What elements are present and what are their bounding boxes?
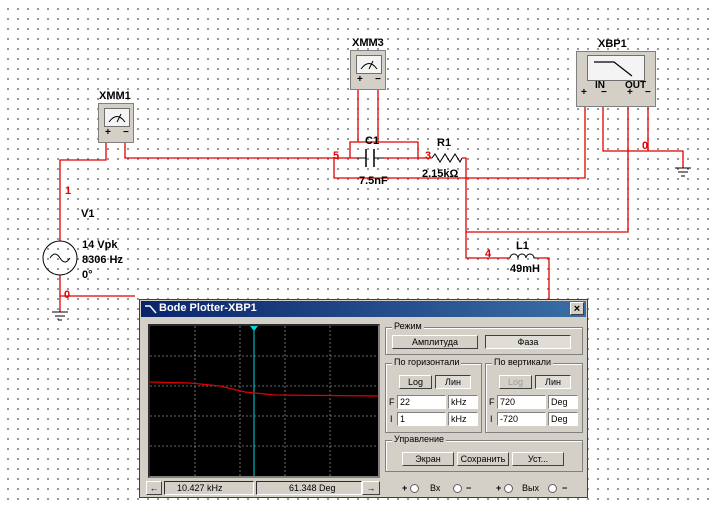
vertical-final-input[interactable]: 720 xyxy=(497,395,546,409)
meter-display-icon xyxy=(104,108,130,127)
v1-frequency: 8306 Hz xyxy=(82,254,123,266)
out-minus-terminal[interactable] xyxy=(548,484,557,493)
vertical-group-label: По вертикали xyxy=(492,357,554,367)
l1-name: L1 xyxy=(516,240,529,252)
v1-amplitude: 14 Vpk xyxy=(82,239,118,251)
xmm1-plus: + xyxy=(105,127,111,138)
r1-name: R1 xyxy=(437,137,452,149)
xmm3-plus: + xyxy=(357,74,363,85)
bode-plotter-xbp1[interactable]: + IN − OUT + − xyxy=(576,51,656,107)
bode-response-icon xyxy=(587,55,645,81)
bode-plot-svg xyxy=(149,326,379,476)
vertical-f-label: F xyxy=(489,397,495,407)
screen-button[interactable]: Экран xyxy=(402,452,454,466)
xmm3-label: XMM3 xyxy=(352,37,384,49)
node-4-label: 4 xyxy=(485,248,492,260)
c1-name: C1 xyxy=(365,135,380,147)
out-label: Вых xyxy=(522,483,539,493)
setup-button[interactable]: Уст... xyxy=(512,452,564,466)
node-5-label: 5 xyxy=(333,150,340,162)
vertical-final-unit[interactable]: Deg xyxy=(548,395,578,409)
xbp1-in-label: IN xyxy=(595,80,605,91)
vertical-initial-unit[interactable]: Deg xyxy=(548,412,578,426)
phase-button[interactable]: Фаза xyxy=(485,335,571,349)
xbp1-out-minus: − xyxy=(645,87,651,98)
horizontal-initial-unit[interactable]: kHz xyxy=(448,412,478,426)
control-group-label: Управление xyxy=(392,434,447,444)
xbp1-in-plus: + xyxy=(581,87,587,98)
cursor-value-readout: 61.348 Deg xyxy=(256,481,362,495)
meter-display-icon xyxy=(356,55,382,74)
node-3-label: 3 xyxy=(425,150,432,162)
out-minus-sign: − xyxy=(562,483,568,493)
cursor-frequency-readout: 10.427 kHz xyxy=(164,481,254,495)
in-minus-terminal[interactable] xyxy=(453,484,462,493)
multimeter-xmm3[interactable]: + − xyxy=(350,50,386,90)
node-0b-label: 0 xyxy=(642,140,649,152)
xmm1-label: XMM1 xyxy=(99,90,131,102)
horizontal-final-unit[interactable]: kHz xyxy=(448,395,478,409)
amplitude-button[interactable]: Амплитуда xyxy=(392,335,478,349)
save-button[interactable]: Сохранить xyxy=(457,452,509,466)
vertical-log-button[interactable]: Log xyxy=(499,375,532,389)
horizontal-group: По горизонтали xyxy=(385,357,482,433)
v1-name: V1 xyxy=(81,208,95,220)
horizontal-group-label: По горизонтали xyxy=(392,357,462,367)
node-0-label: 0 xyxy=(64,289,71,301)
horizontal-f-label: F xyxy=(389,397,395,407)
mode-group: Режим xyxy=(385,321,583,355)
window-title: Bode Plotter-XBP1 xyxy=(159,302,257,314)
xbp1-out-label: OUT xyxy=(625,80,647,91)
xbp1-out-plus: + xyxy=(627,87,633,98)
c1-value: 7.5nF xyxy=(359,175,388,187)
cursor-handle-icon xyxy=(250,326,258,331)
out-plus-terminal[interactable] xyxy=(504,484,513,493)
xmm3-minus: − xyxy=(375,74,381,85)
horizontal-initial-input[interactable]: 1 xyxy=(397,412,446,426)
cursor-right-button[interactable]: → xyxy=(362,481,380,495)
control-group: Управление xyxy=(385,434,583,472)
xbp1-label: XBP1 xyxy=(598,38,627,50)
l1-value: 49mH xyxy=(510,263,540,275)
mode-group-label: Режим xyxy=(392,321,424,331)
horizontal-lin-button[interactable]: Лин xyxy=(435,375,471,389)
in-plus-sign: + xyxy=(402,483,408,493)
xmm1-minus: − xyxy=(123,127,129,138)
vertical-lin-button[interactable]: Лин xyxy=(535,375,571,389)
close-button[interactable]: × xyxy=(570,302,584,315)
node-1-label: 1 xyxy=(65,185,72,197)
vertical-initial-input[interactable]: -720 xyxy=(497,412,546,426)
xbp1-in-minus: − xyxy=(601,87,607,98)
horizontal-final-input[interactable]: 22 xyxy=(397,395,446,409)
bode-plotter-window[interactable]: Bode Plotter-XBP1 × ← 10.427 kHz 61.348 … xyxy=(139,299,588,498)
phase-trace xyxy=(149,381,379,397)
bode-plot-display[interactable] xyxy=(148,324,380,478)
horizontal-i-label: I xyxy=(390,414,393,424)
in-plus-terminal[interactable] xyxy=(410,484,419,493)
vertical-i-label: I xyxy=(490,414,493,424)
window-titlebar[interactable]: Bode Plotter-XBP1 × xyxy=(141,301,586,317)
r1-value: 2.15kΩ xyxy=(422,168,459,180)
bode-app-icon xyxy=(145,305,157,314)
vertical-group: По вертикали xyxy=(485,357,583,433)
in-label: Вх xyxy=(430,483,441,493)
multimeter-xmm1[interactable]: + − xyxy=(98,103,134,143)
horizontal-log-button[interactable]: Log xyxy=(399,375,432,389)
in-minus-sign: − xyxy=(466,483,472,493)
v1-phase: 0° xyxy=(82,269,93,281)
out-plus-sign: + xyxy=(496,483,502,493)
cursor-left-button[interactable]: ← xyxy=(146,481,162,495)
